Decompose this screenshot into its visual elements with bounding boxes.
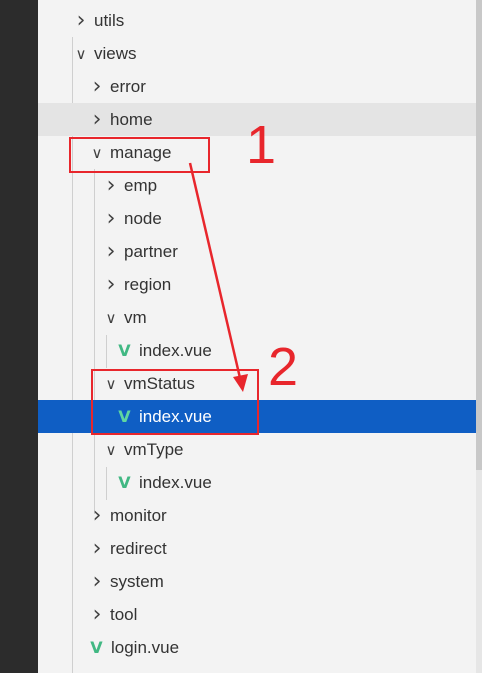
tree-folder-emp[interactable]: › emp [38, 169, 476, 202]
tree-folder-manage[interactable]: ∨ manage [38, 136, 476, 169]
indent-guide [106, 467, 107, 500]
chevron-down-icon[interactable]: ∨ [91, 143, 103, 162]
annotation-box-vmstatus-index [91, 369, 259, 435]
tree-item-label: vmType [124, 439, 184, 459]
chevron-right-icon[interactable]: › [92, 503, 102, 528]
indent-guide [94, 169, 95, 514]
tree-folder-vmstatus[interactable]: ∨ vmStatus [38, 367, 476, 400]
chevron-right-icon[interactable]: › [92, 602, 102, 627]
tree-item-label: partner [124, 241, 178, 261]
chevron-down-icon[interactable]: ∨ [105, 374, 117, 393]
tree-folder-home[interactable]: › home [38, 103, 476, 136]
vue-file-icon: V [90, 638, 103, 657]
tree-item-label: vmStatus [124, 373, 195, 393]
tree-folder-error[interactable]: › error [38, 70, 476, 103]
tree-folder-vmtype[interactable]: ∨ vmType [38, 433, 476, 466]
tree-item-label: index.vue [139, 340, 212, 360]
tree-folder-node[interactable]: › node [38, 202, 476, 235]
chevron-down-icon[interactable]: ∨ [105, 440, 117, 459]
tree-folder-partner[interactable]: › partner [38, 235, 476, 268]
chevron-down-icon[interactable]: ∨ [105, 308, 117, 327]
annotation-number-2: 2 [268, 337, 299, 397]
tree-folder-system[interactable]: › system [38, 565, 476, 598]
tree-folder-vm[interactable]: ∨ vm [38, 301, 476, 334]
annotation-box-manage [69, 137, 210, 173]
chevron-right-icon[interactable]: › [106, 239, 116, 264]
tree-item-label: views [94, 43, 137, 63]
chevron-right-icon[interactable]: › [106, 173, 116, 198]
scrollbar[interactable] [476, 0, 482, 673]
tree-item-label: emp [124, 175, 158, 195]
tree-item-label: login.vue [111, 637, 180, 657]
tree-item-label: vm [124, 307, 147, 327]
chevron-right-icon[interactable]: › [76, 8, 86, 33]
tree-item-label: utils [94, 10, 125, 30]
tree-item-label: error [110, 76, 146, 96]
tree-item-label: monitor [110, 505, 167, 525]
activity-bar [0, 0, 38, 673]
tree-item-label: tool [110, 604, 138, 624]
vue-file-icon: V [118, 473, 131, 492]
tree-item-label: region [124, 274, 172, 294]
chevron-right-icon[interactable]: › [92, 536, 102, 561]
scrollbar-thumb[interactable] [476, 0, 482, 470]
tree-folder-tool[interactable]: › tool [38, 598, 476, 631]
tree-folder-redirect[interactable]: › redirect [38, 532, 476, 565]
tree-item-label: node [124, 208, 162, 228]
indent-guide [72, 37, 73, 673]
chevron-right-icon[interactable]: › [92, 74, 102, 99]
chevron-right-icon[interactable]: › [92, 107, 102, 132]
tree-folder-region[interactable]: › region [38, 268, 476, 301]
tree-folder-monitor[interactable]: › monitor [38, 499, 476, 532]
tree-item-label: home [110, 109, 153, 129]
tree-item-label: system [110, 571, 164, 591]
tree-item-label: index.vue [139, 406, 212, 426]
vue-file-icon: V [118, 341, 131, 360]
tree-folder-utils[interactable]: › utils [38, 4, 476, 37]
tree-item-label: redirect [110, 538, 167, 558]
indent-guide [106, 335, 107, 368]
chevron-right-icon[interactable]: › [106, 272, 116, 297]
annotation-number-1: 1 [246, 115, 277, 175]
tree-folder-views[interactable]: ∨ views [38, 37, 476, 70]
tree-item-label: index.vue [139, 472, 212, 492]
file-explorer: ›utils∨views›error›home∨manage›emp›node›… [38, 0, 482, 673]
chevron-right-icon[interactable]: › [106, 206, 116, 231]
chevron-right-icon[interactable]: › [92, 569, 102, 594]
chevron-down-icon[interactable]: ∨ [75, 44, 87, 63]
tree-item-label: manage [110, 142, 172, 162]
vue-file-icon: V [118, 407, 131, 426]
